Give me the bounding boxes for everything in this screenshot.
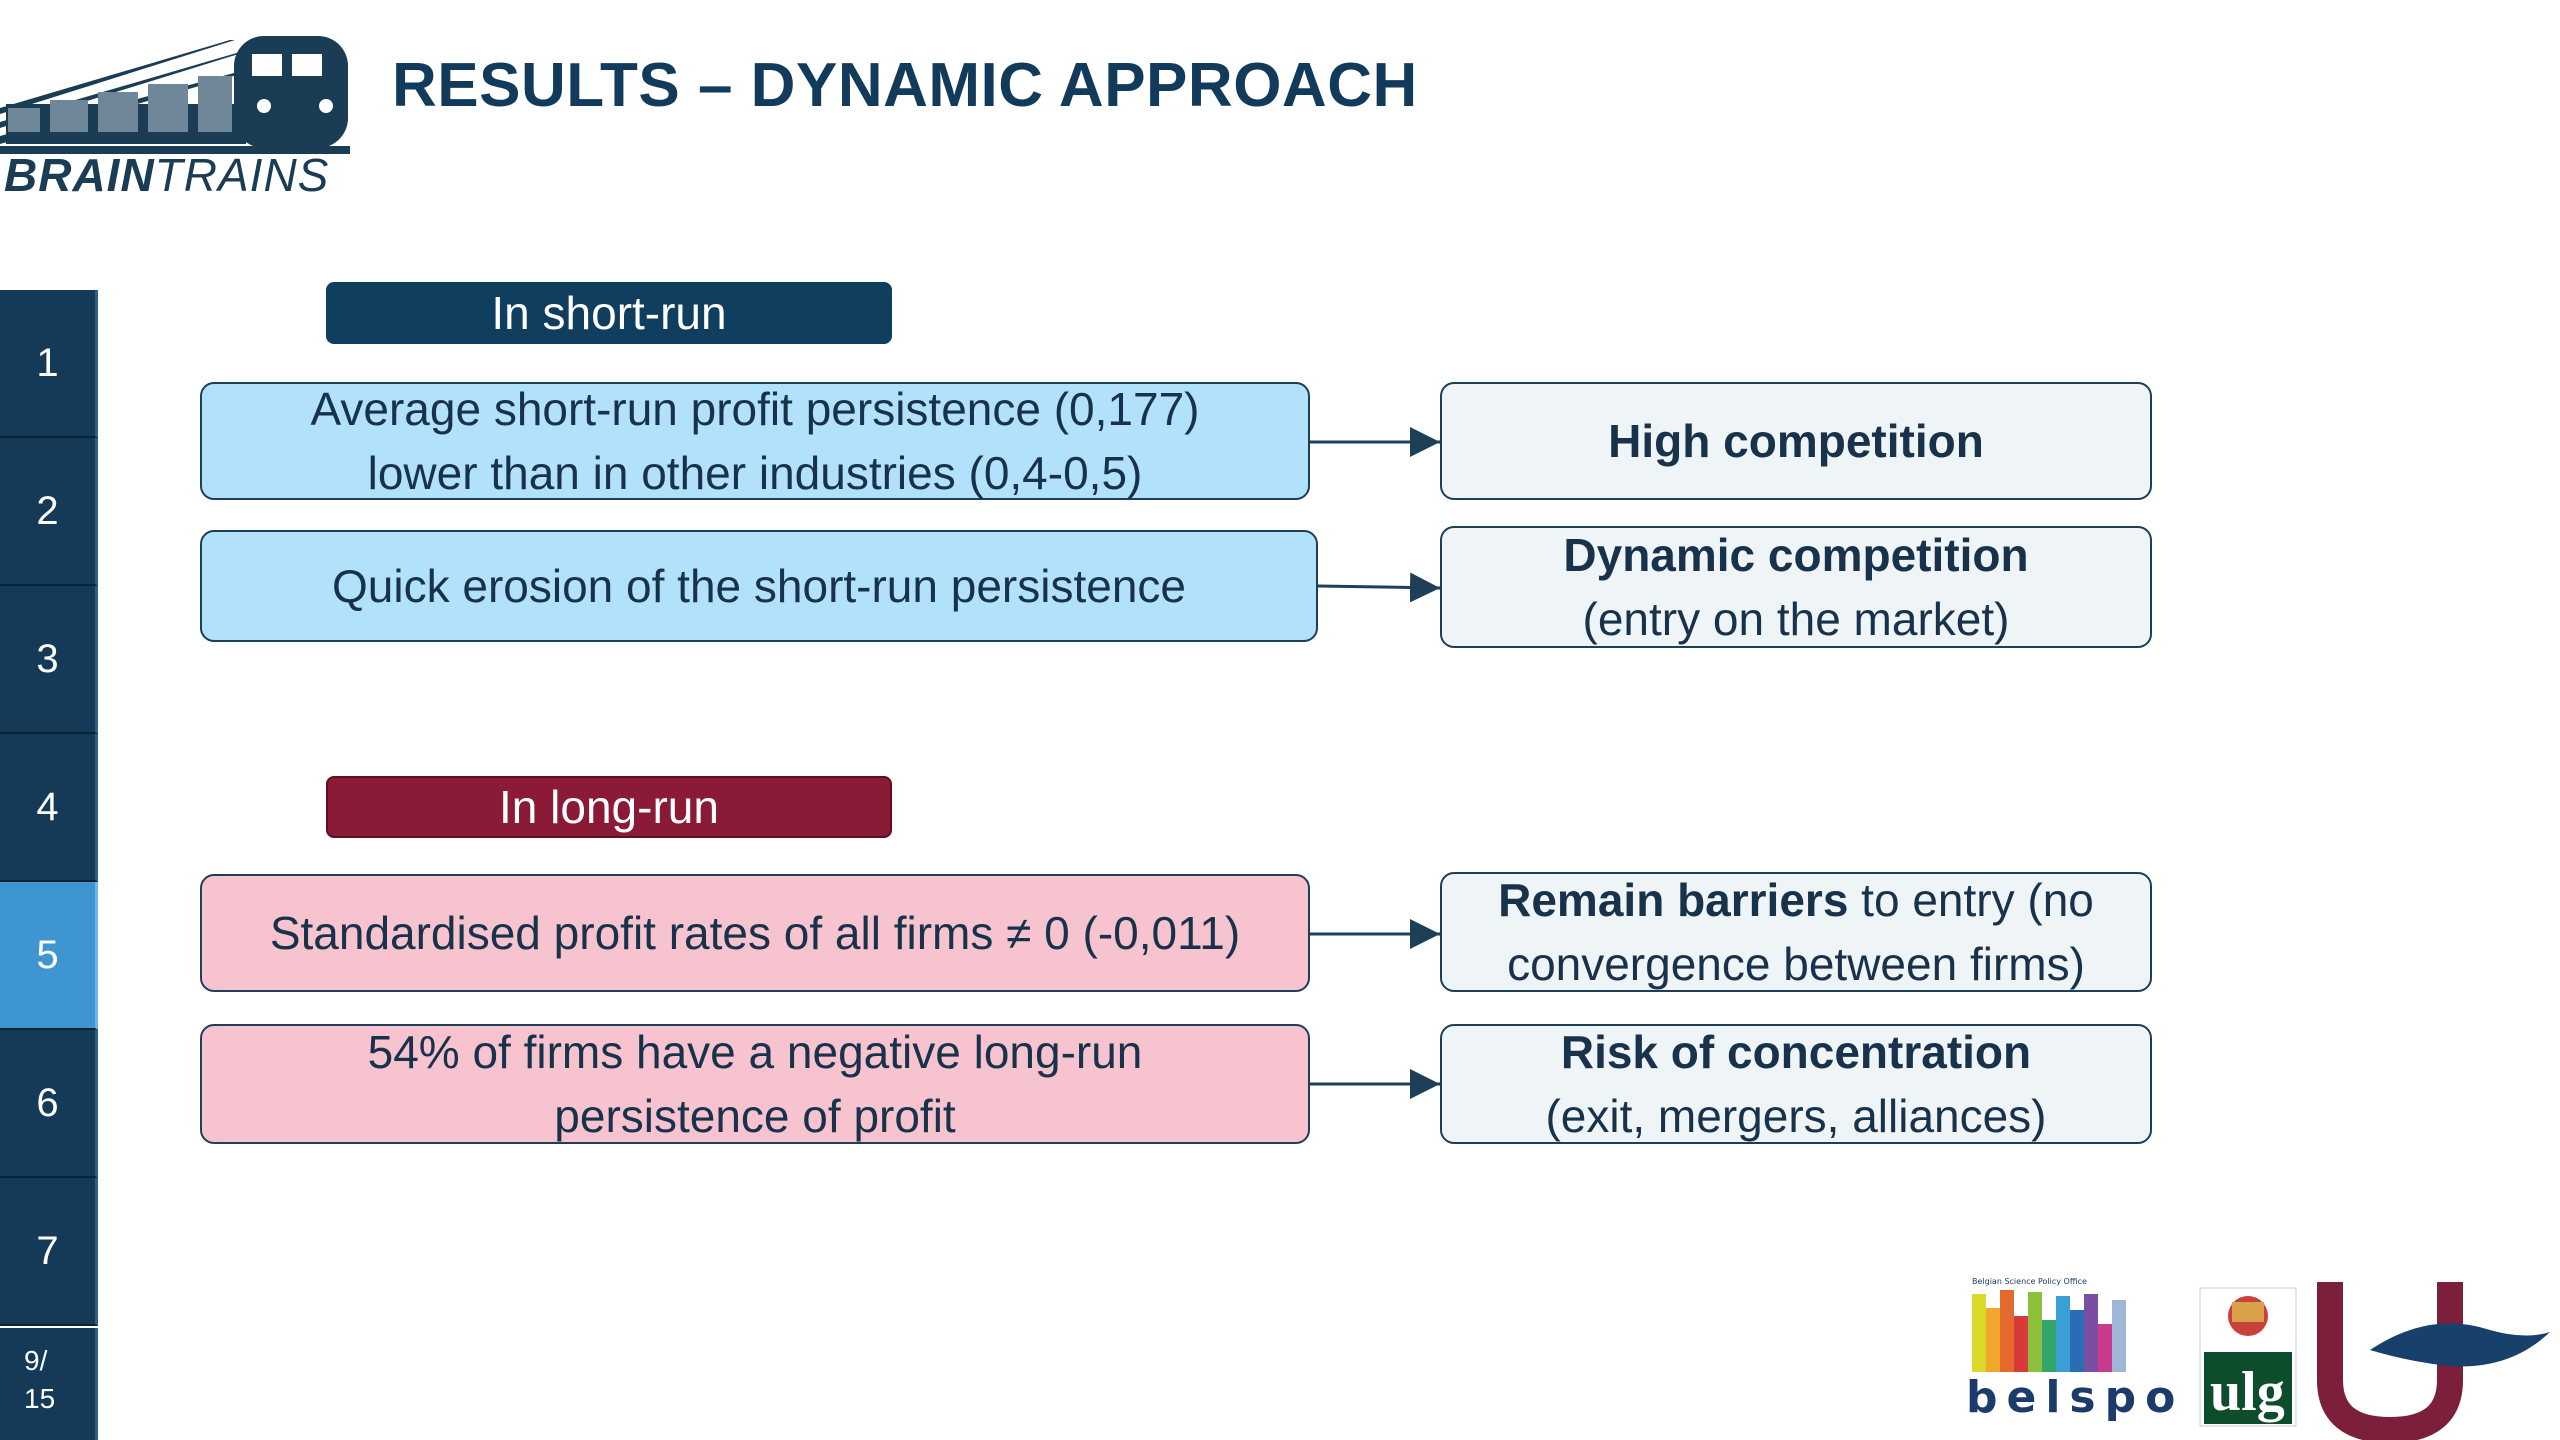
belspo-wordmark: belspo [1966,1372,2185,1423]
long-run-effect-2: Risk of concentration (exit, mergers, all… [1440,1024,2152,1144]
nav-item-5[interactable]: 5 [0,882,98,1030]
short-run-heading: In short-run [326,282,892,344]
nav-item-2[interactable]: 2 [0,438,98,586]
short-run-effect-1: High competition [1440,382,2152,500]
nav-item-3[interactable]: 3 [0,586,98,734]
nav-item-4[interactable]: 4 [0,734,98,882]
page-counter: 9/15 [0,1328,98,1440]
cause-line: Quick erosion of the short-run persisten… [332,560,1186,612]
ulg-text: ulg [2210,1361,2285,1423]
ulg-logo: ulg [2199,1287,2297,1427]
nav-item-7[interactable]: 7 [0,1178,98,1326]
effect-bold: Dynamic competition [1563,529,2029,581]
logo-text-bold: BRAIN [4,149,155,201]
nav-item-6[interactable]: 6 [0,1030,98,1178]
effect-bold: Remain barriers [1498,874,1849,926]
effect-rest: (exit, mergers, alliances) [1545,1090,2047,1142]
effect-rest: convergence between firms) [1507,938,2085,990]
slide-nav: 1 2 3 4 5 6 7 9/15 [0,290,100,1440]
arrow-2 [1317,572,1441,603]
page-title: RESULTS – DYNAMIC APPROACH [392,51,1418,120]
effect-inline: to entry (no [1848,874,2094,926]
long-run-heading: In long-run [326,776,892,838]
long-run-cause-1: Standardised profit rates of all firms ≠… [200,874,1310,992]
cause-line: 54% of firms have a negative long-run [367,1026,1143,1078]
effect-bold: Risk of concentration [1560,1026,2032,1078]
cause-line: Average short-run profit persistence (0,… [310,383,1200,435]
short-run-effect-2: Dynamic competition (entry on the market) [1440,526,2152,648]
long-run-effect-1: Remain barriers to entry (no convergence … [1440,872,2152,992]
cause-line: lower than in other industries (0,4-0,5) [367,447,1143,499]
effect-bold: High competition [1608,415,1984,467]
page-current: 9/ [24,1345,48,1376]
logo-wordmark: BRAINTRAINS [4,148,329,202]
effect-rest: (entry on the market) [1582,593,2010,645]
belspo-caption: Belgian Science Policy Office [1972,1277,2087,1286]
partner-logos: Belgian Science Policy Office ulg [1972,1277,2550,1440]
short-run-cause-1: Average short-run profit persistence (0,… [200,382,1310,500]
long-run-cause-2: 54% of firms have a negative long-run per… [200,1024,1310,1144]
logo-text-light: TRAINS [154,149,330,201]
short-run-cause-2: Quick erosion of the short-run persisten… [200,530,1318,642]
university-logo [2317,1282,2550,1440]
braintrains-logo [0,30,360,210]
page-total: 15 [24,1383,56,1414]
belspo-logo: Belgian Science Policy Office [1972,1277,2126,1372]
cause-line: Standardised profit rates of all firms ≠… [269,907,1241,959]
nav-item-1[interactable]: 1 [0,290,98,438]
cause-line: persistence of profit [554,1090,956,1142]
